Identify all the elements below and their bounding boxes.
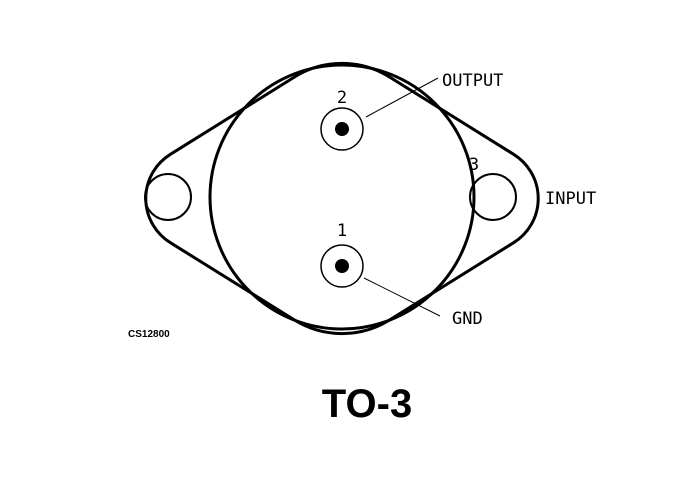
part-code: CS12800	[128, 329, 170, 340]
pin-2-ring	[320, 107, 364, 151]
gnd-label: GND	[452, 309, 483, 329]
left-mounting-hole	[144, 173, 192, 221]
output-label: OUTPUT	[442, 71, 503, 91]
output-leader-line	[365, 77, 439, 118]
pin-1-number: 1	[337, 221, 347, 241]
pin-1-ring	[320, 244, 364, 288]
pin-2-dot	[335, 122, 349, 136]
package-can-outline	[208, 63, 476, 331]
input-label: INPUT	[545, 189, 596, 209]
pin-3-number: 3	[469, 155, 479, 175]
package-title: TO-3	[322, 382, 412, 426]
pin-2-number: 2	[337, 88, 347, 108]
gnd-leader-line	[363, 277, 441, 317]
right-mounting-hole	[469, 173, 517, 221]
pin-1-dot	[335, 259, 349, 273]
